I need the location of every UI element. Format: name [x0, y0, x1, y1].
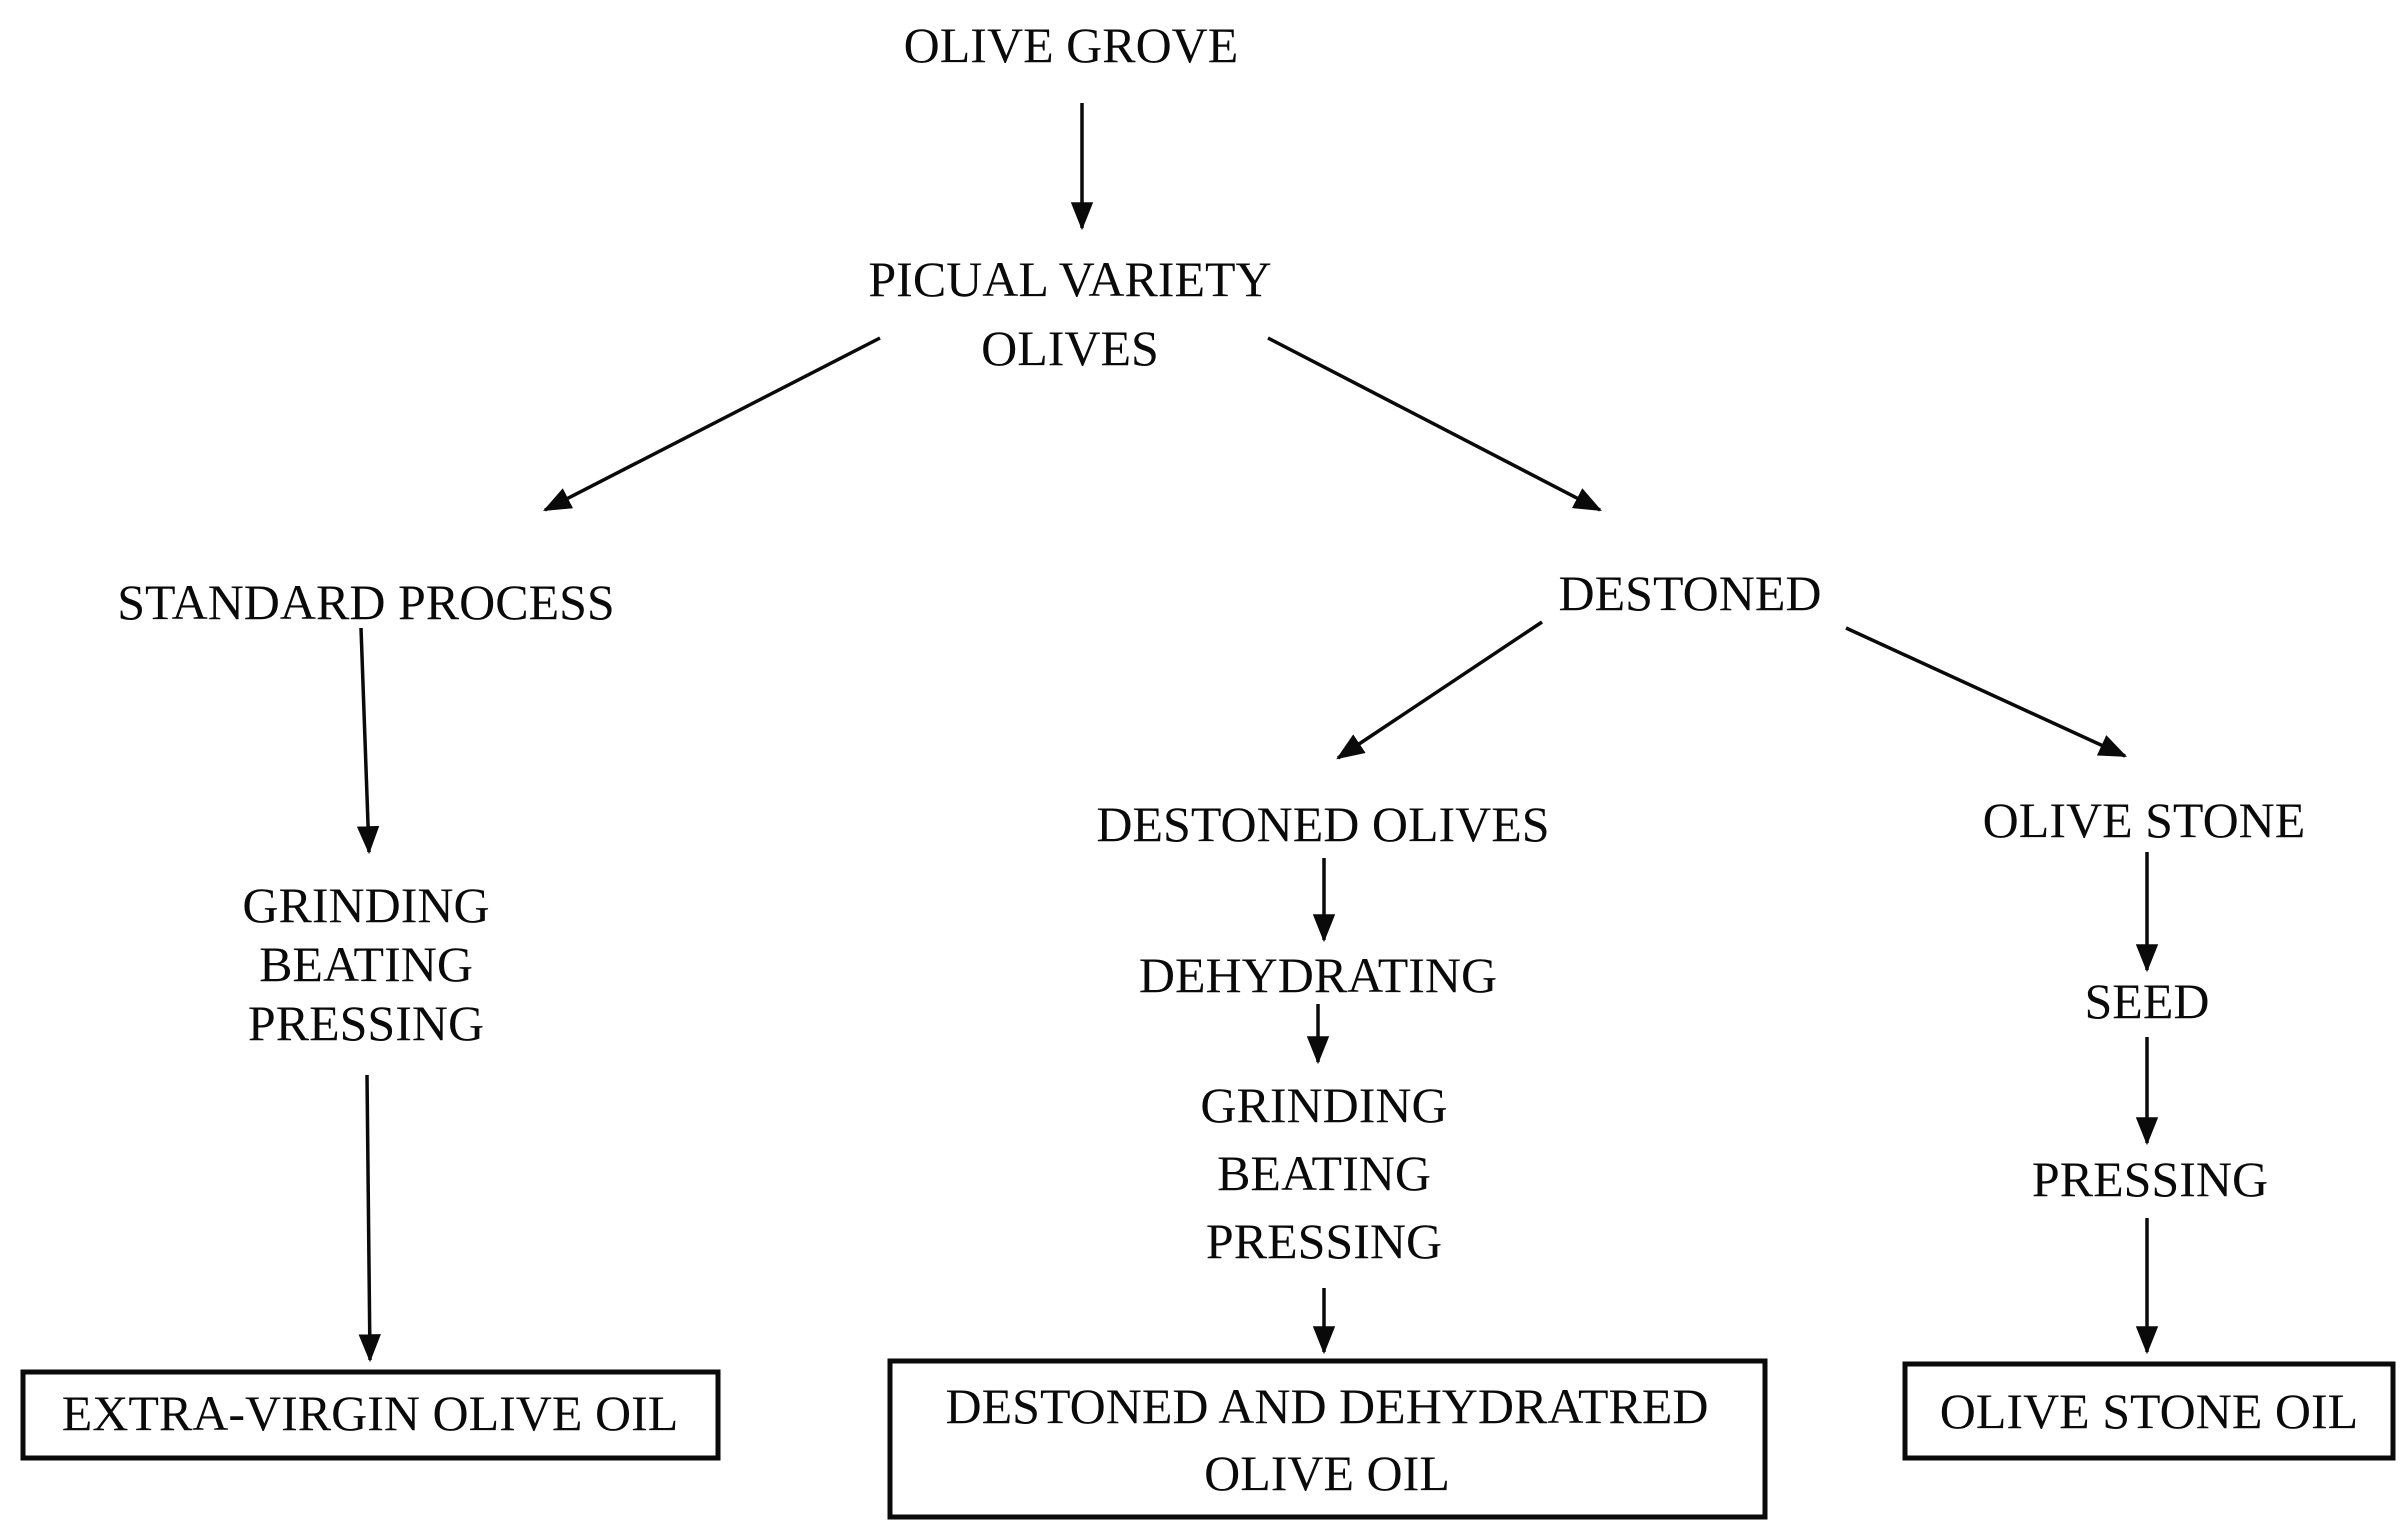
extra-virgin-olive-oil-label: EXTRA-VIRGIN OLIVE OIL — [62, 1385, 679, 1441]
node-seed: SEED — [2085, 973, 2210, 1029]
edges — [356, 103, 2159, 1363]
node-destoned-and-dehydratred-olive-oil: DESTONED AND DEHYDRATRED OLIVE OIL — [887, 1358, 1768, 1520]
node-left-grinding-beating-pressing: GRINDING BEATING PRESSING — [242, 877, 489, 1051]
result-boxes: EXTRA-VIRGIN OLIVE OIL DESTONED AND DEHY… — [20, 1358, 2396, 1520]
arrow-destoned-to-destoned-olives — [1336, 620, 1543, 760]
node-mid-process-line-3: PRESSING — [1206, 1213, 1442, 1269]
arrow-standard-process-to-left-process — [356, 627, 380, 855]
node-picual-variety-olives: PICUAL VARIETY OLIVES — [868, 251, 1271, 376]
nodes: OLIVE GROVE PICUAL VARIETY OLIVES STANDA… — [117, 17, 2305, 1269]
node-pressing: PRESSING — [2032, 1151, 2268, 1207]
node-left-process-line-2: BEATING — [259, 936, 473, 992]
node-left-process-line-3: PRESSING — [248, 995, 484, 1051]
olive-stone-oil-box — [1902, 1361, 2396, 1461]
node-destoned-olives: DESTONED OLIVES — [1096, 796, 1549, 852]
node-picual-line-1: PICUAL VARIETY — [868, 251, 1271, 307]
node-olive-stone: OLIVE STONE — [1983, 792, 2306, 848]
olive-stone-oil-label: OLIVE STONE OIL — [1940, 1383, 2358, 1439]
destoned-oil-label-line-1: DESTONED AND DEHYDRATRED — [946, 1378, 1709, 1434]
node-destoned: DESTONED — [1559, 565, 1822, 621]
node-olive-stone-oil: OLIVE STONE OIL — [1902, 1361, 2396, 1461]
node-mid-grinding-beating-pressing: GRINDING BEATING PRESSING — [1200, 1077, 1447, 1269]
node-mid-process-line-1: GRINDING — [1200, 1077, 1447, 1133]
arrow-destoned-to-olive-stone — [1845, 626, 2128, 758]
node-left-process-line-1: GRINDING — [242, 877, 489, 933]
node-dehydrating: DEHYDRATING — [1139, 947, 1497, 1003]
arrow-left-process-to-extra-virgin-box — [358, 1074, 381, 1363]
arrow-picual-to-standard-process — [543, 336, 881, 512]
node-picual-line-2: OLIVES — [981, 320, 1159, 376]
node-extra-virgin-olive-oil: EXTRA-VIRGIN OLIVE OIL — [20, 1369, 721, 1461]
destoned-oil-label-line-2: OLIVE OIL — [1204, 1445, 1450, 1501]
extra-virgin-olive-oil-box — [20, 1369, 721, 1461]
node-olive-grove: OLIVE GROVE — [904, 17, 1239, 73]
destoned-oil-box — [887, 1358, 1768, 1520]
node-standard-process: STANDARD PROCESS — [117, 574, 615, 630]
node-mid-process-line-2: BEATING — [1217, 1145, 1431, 1201]
arrow-picual-to-destoned — [1267, 336, 1602, 512]
